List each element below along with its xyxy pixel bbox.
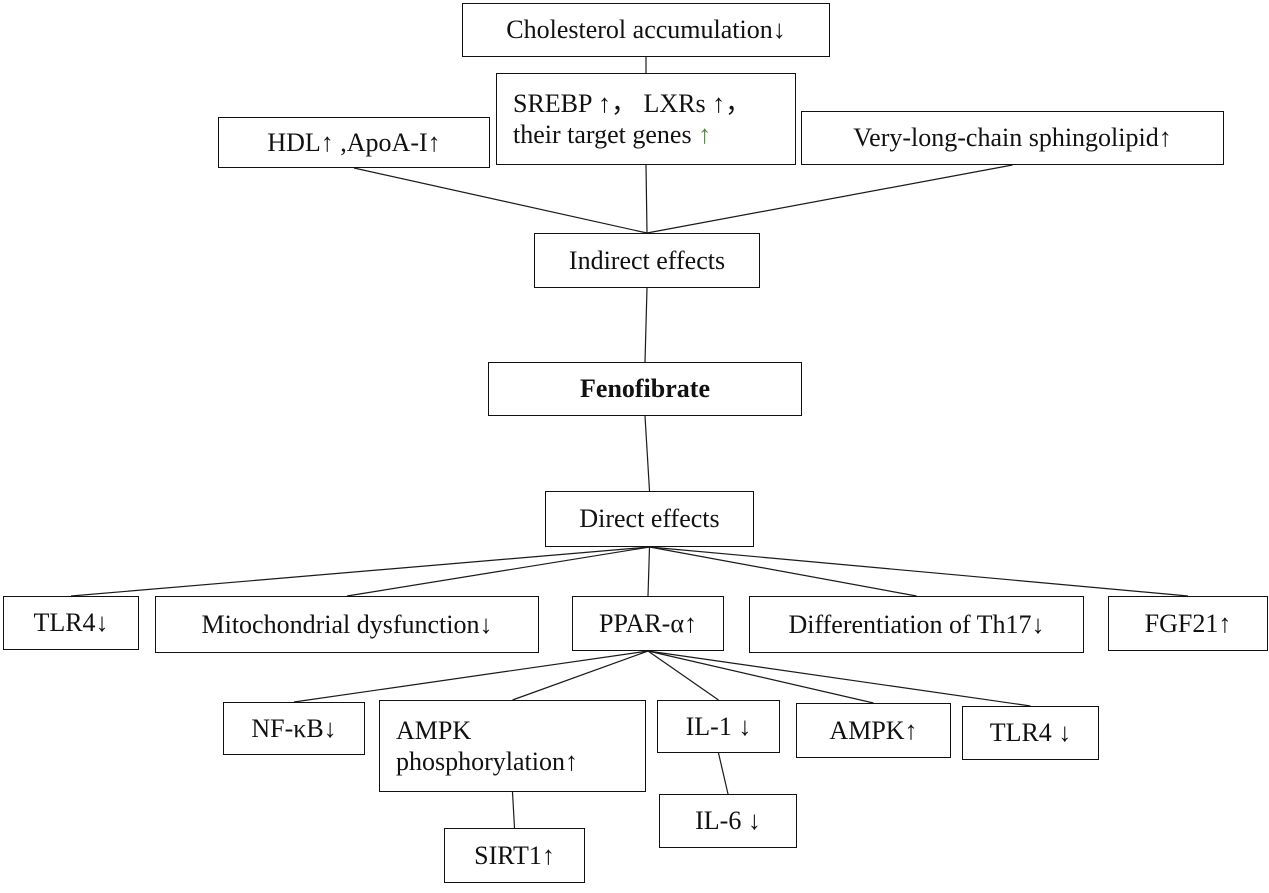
node-tlr4-bottom: TLR4 ↓ <box>962 706 1099 760</box>
connector-direct-th17 <box>649 546 917 597</box>
connector-il1-il6 <box>717 752 729 795</box>
node-ampk-phos-line1: AMPK <box>396 715 472 745</box>
node-srebp-line1: SREBP ↑， LXRs ↑， <box>513 88 752 118</box>
node-il-6: IL-6 ↓ <box>659 794 797 848</box>
connector-direct-fgf21 <box>649 546 1189 597</box>
node-direct-effects: Direct effects <box>545 491 754 547</box>
node-ampk-phosphorylation: AMPK phosphorylation↑ <box>379 700 646 792</box>
connector-ppar-ampk_phos <box>512 650 649 701</box>
node-ppar-alpha: PPAR-α↑ <box>572 596 724 651</box>
connector-ampk_phos-sirt1 <box>511 791 516 829</box>
node-cholesterol-accumulation: Cholesterol accumulation↓ <box>462 3 830 57</box>
node-srebp-line2-text: their target genes <box>513 120 699 149</box>
node-fgf21: FGF21↑ <box>1108 596 1268 651</box>
connector-direct-ppar <box>647 546 651 597</box>
connector-fenofibrate-direct <box>644 415 651 492</box>
node-hdl-apoa1: HDL↑ ,ApoA-I↑ <box>218 117 490 168</box>
connector-ppar-ampk <box>647 650 874 704</box>
connector-direct-tlr4_top <box>70 546 650 597</box>
connector-ppar-il1 <box>647 650 719 701</box>
node-ampk-phos-line2: phosphorylation↑ <box>396 747 578 776</box>
node-differentiation-th17: Differentiation of Th17↓ <box>749 596 1084 653</box>
node-very-long-chain-sphingolipid: Very-long-chain sphingolipid↑ <box>801 111 1224 165</box>
node-tlr4-top: TLR4↓ <box>3 596 139 650</box>
connector-ppar-tlr4_bottom <box>647 650 1031 707</box>
node-indirect-effects: Indirect effects <box>534 233 760 288</box>
node-srebp-lxrs: SREBP ↑， LXRs ↑， their target genes ↑ <box>496 73 796 165</box>
connector-hdl-indirect <box>353 167 648 234</box>
node-fenofibrate: Fenofibrate <box>488 362 802 416</box>
connector-indirect-fenofibrate <box>644 287 648 363</box>
node-il-1: IL-1 ↓ <box>657 700 780 753</box>
connector-sphingolipid-indirect <box>646 164 1013 234</box>
up-arrow-icon: ↑ <box>698 120 712 149</box>
node-nf-kb: NF-κB↓ <box>223 702 365 755</box>
node-mitochondrial-dysfunction: Mitochondrial dysfunction↓ <box>155 596 539 653</box>
connector-direct-mito <box>346 546 650 597</box>
connector-srebp-indirect <box>645 164 648 234</box>
node-ampk: AMPK↑ <box>796 703 951 758</box>
connector-ppar-nfkb <box>293 650 649 703</box>
node-srebp-line2: their target genes ↑ <box>513 119 711 150</box>
node-sirt1: SIRT1↑ <box>444 828 585 883</box>
